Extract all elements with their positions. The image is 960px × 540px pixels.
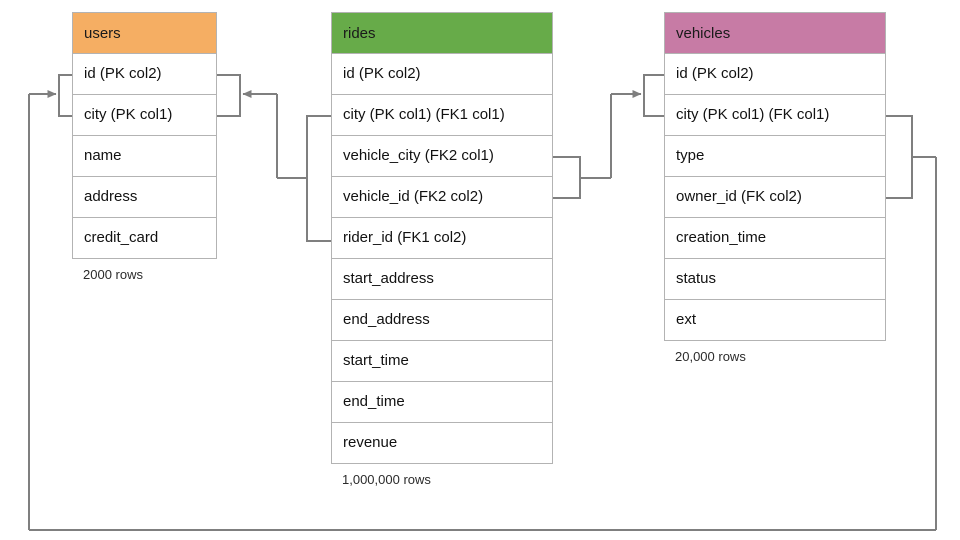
field-label: creation_time: [676, 229, 767, 246]
entity-users-field-id[interactable]: id (PK col2): [72, 54, 217, 95]
entity-rides-field-vehicle-id[interactable]: vehicle_id (FK2 col2): [331, 177, 553, 218]
entity-vehicles-field-type[interactable]: type: [664, 136, 886, 177]
field-label: status: [676, 270, 717, 287]
entity-users-field-name[interactable]: name: [72, 136, 217, 177]
entity-vehicles-field-id[interactable]: id (PK col2): [664, 54, 886, 95]
entity-users-title: users: [84, 25, 121, 42]
field-label: start_address: [343, 270, 434, 287]
entity-users-row-count: 2000 rows: [83, 267, 143, 282]
field-label: id (PK col2): [676, 65, 754, 82]
entity-rides-row-count: 1,000,000 rows: [342, 472, 431, 487]
field-label: revenue: [343, 434, 398, 451]
entity-vehicles-row-count: 20,000 rows: [675, 349, 746, 364]
entity-vehicles-field-city[interactable]: city (PK col1) (FK col1): [664, 95, 886, 136]
entity-rides[interactable]: rides id (PK col2) city (PK col1) (FK1 c…: [331, 12, 553, 487]
entity-rides-field-city[interactable]: city (PK col1) (FK1 col1): [331, 95, 553, 136]
field-label: city (PK col1): [84, 106, 173, 123]
field-label: end_address: [343, 311, 430, 328]
field-label: id (PK col2): [84, 65, 162, 82]
entity-rides-field-rider-id[interactable]: rider_id (FK1 col2): [331, 218, 553, 259]
entity-users-field-credit-card[interactable]: credit_card: [72, 218, 217, 259]
connector-rides-to-users: [217, 74, 331, 242]
entity-users-field-city[interactable]: city (PK col1): [72, 95, 217, 136]
field-label: id (PK col2): [343, 65, 421, 82]
entity-rides-field-start-time[interactable]: start_time: [331, 341, 553, 382]
field-label: credit_card: [84, 229, 159, 246]
entity-rides-field-start-address[interactable]: start_address: [331, 259, 553, 300]
entity-vehicles-field-creation-time[interactable]: creation_time: [664, 218, 886, 259]
entity-users-header: users: [72, 12, 217, 54]
field-label: vehicle_city (FK2 col1): [343, 147, 494, 164]
field-label: rider_id (FK1 col2): [343, 229, 467, 246]
entity-vehicles-header: vehicles: [664, 12, 886, 54]
field-label: ext: [676, 311, 697, 328]
entity-users-field-address[interactable]: address: [72, 177, 217, 218]
entity-rides-field-end-time[interactable]: end_time: [331, 382, 553, 423]
field-label: start_time: [343, 352, 409, 369]
entity-rides-field-id[interactable]: id (PK col2): [331, 54, 553, 95]
entity-vehicles[interactable]: vehicles id (PK col2) city (PK col1) (FK…: [664, 12, 886, 364]
field-label: address: [84, 188, 138, 205]
entity-vehicles-title: vehicles: [676, 25, 731, 42]
field-label: type: [676, 147, 705, 164]
entity-vehicles-field-status[interactable]: status: [664, 259, 886, 300]
entity-rides-field-vehicle-city[interactable]: vehicle_city (FK2 col1): [331, 136, 553, 177]
field-label: owner_id (FK col2): [676, 188, 802, 205]
entity-vehicles-field-ext[interactable]: ext: [664, 300, 886, 341]
field-label: end_time: [343, 393, 405, 410]
entity-vehicles-field-owner-id[interactable]: owner_id (FK col2): [664, 177, 886, 218]
connector-rides-to-vehicles: [553, 74, 664, 199]
field-label: vehicle_id (FK2 col2): [343, 188, 484, 205]
entity-rides-field-end-address[interactable]: end_address: [331, 300, 553, 341]
entity-rides-header: rides: [331, 12, 553, 54]
field-label: name: [84, 147, 122, 164]
entity-rides-field-revenue[interactable]: revenue: [331, 423, 553, 464]
entity-rides-title: rides: [343, 25, 376, 42]
field-label: city (PK col1) (FK col1): [676, 106, 830, 123]
field-label: city (PK col1) (FK1 col1): [343, 106, 505, 123]
entity-users[interactable]: users id (PK col2) city (PK col1) name a…: [72, 12, 217, 282]
